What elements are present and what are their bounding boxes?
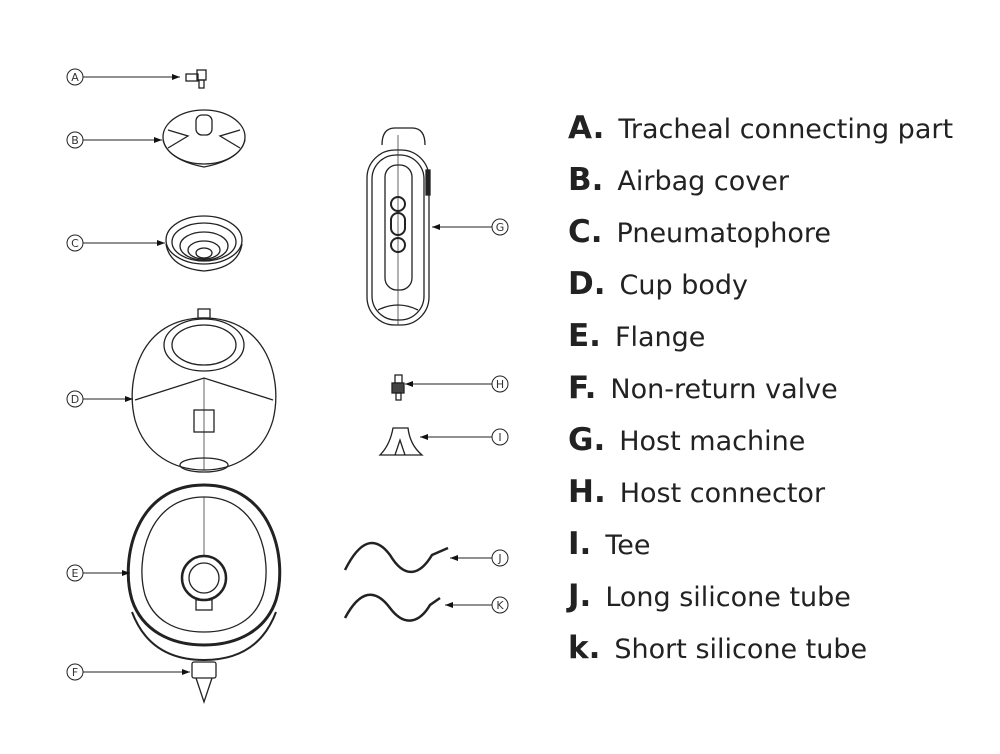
callout-c [66,234,165,252]
legend-item: H. Host connector [568,474,953,526]
tracheal-connector-part [185,69,207,89]
callout-letter: E [72,567,79,580]
legend-letter: F. [568,370,597,406]
callout-i [420,428,509,446]
legend-item: C. Pneumatophore [568,214,953,266]
legend-letter: I. [568,526,592,562]
callout-letter: J [497,552,501,565]
callout-f [66,663,190,681]
legend-text: Non-return valve [610,374,838,405]
legend-item: F. Non-return valve [568,370,953,422]
callout-b [66,131,162,149]
host-connector-part [391,374,405,401]
callout-letter: D [71,393,79,406]
pneumatophore-part [165,215,243,272]
legend-item: J. Long silicone tube [568,578,953,630]
legend-letter: A. [568,110,605,146]
legend-text: Airbag cover [617,166,789,197]
legend-letter: J. [568,578,592,614]
callout-letter: B [71,134,79,147]
airbag-cover-part [162,109,246,168]
legend-item: D. Cup body [568,266,953,318]
parts-legend: A. Tracheal connecting part B. Airbag cove… [568,110,953,682]
callout-a [66,68,180,86]
legend-item: B. Airbag cover [568,162,953,214]
legend-letter: D. [568,266,606,302]
legend-letter: E. [568,318,601,354]
legend-text: Pneumatophore [616,218,832,249]
flange-part [126,483,282,662]
callout-h [405,375,509,393]
callout-d [66,390,133,408]
callout-j [450,549,509,567]
legend-item: A. Tracheal connecting part [568,110,953,162]
callout-g [432,218,509,236]
legend-text: Short silicone tube [614,634,868,665]
callout-k [445,596,509,614]
legend-item: E. Flange [568,318,953,370]
legend-letter: C. [568,214,603,250]
long-silicone-tube-part [343,541,449,574]
legend-text: Tee [605,530,651,561]
legend-text: Host connector [619,478,826,509]
tee-part [378,427,424,456]
legend-letter: k. [568,630,601,666]
callout-letter: I [498,431,501,444]
callout-letter: F [72,666,78,679]
host-machine-part [366,127,431,326]
short-silicone-tube-part [343,593,441,622]
legend-letter: H. [568,474,606,510]
legend-text: Cup body [619,270,748,301]
callout-letter: G [496,221,505,234]
callout-letter: H [496,378,504,391]
non-return-valve-part [191,661,217,705]
legend-item: k. Short silicone tube [568,630,953,682]
callout-letter: K [496,599,504,612]
callout-e [66,564,130,582]
legend-letter: G. [568,422,606,458]
legend-text: Tracheal connecting part [618,114,954,145]
legend-letter: B. [568,162,604,198]
legend-text: Long silicone tube [605,582,851,613]
callout-letter: A [71,71,79,84]
legend-item: I. Tee [568,526,953,578]
legend-text: Host machine [619,426,806,457]
callout-letter: C [71,237,79,250]
cup-body-part [131,308,277,473]
legend-text: Flange [614,322,706,353]
legend-item: G. Host machine [568,422,953,474]
